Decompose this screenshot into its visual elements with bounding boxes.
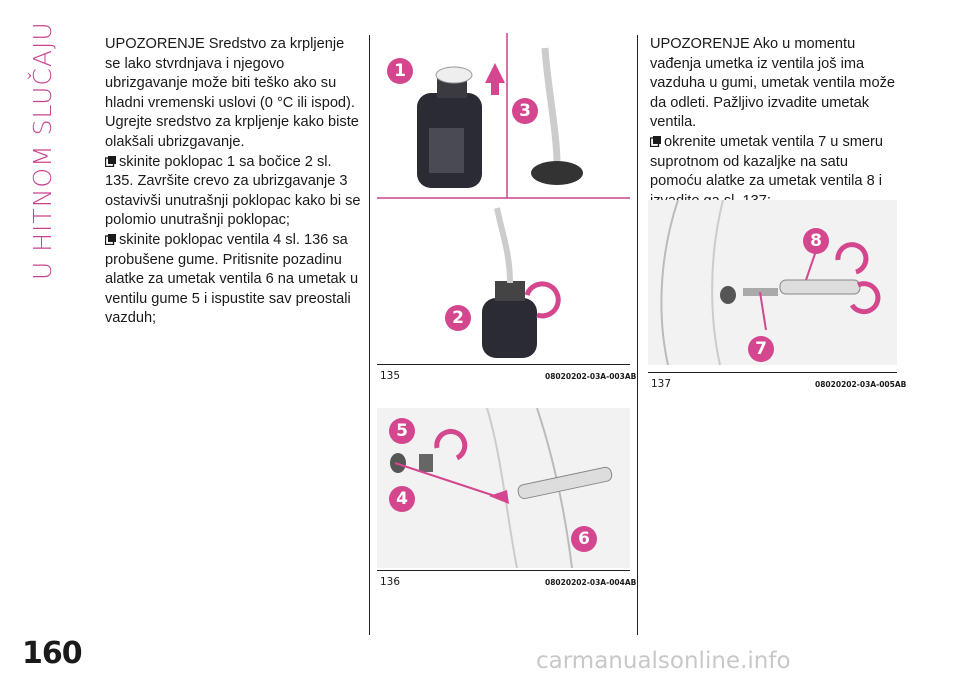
- warning-paragraph: UPOZORENJE Ako u momentu vađenja umetka …: [650, 36, 895, 131]
- step-bullet-icon: [105, 155, 116, 167]
- bottle-illustration: [377, 33, 630, 358]
- figure-caption-rule: [377, 364, 630, 365]
- section-title: U HITNOM SLUČAJU: [28, 21, 57, 280]
- watermark[interactable]: carmanualsonline.info: [536, 648, 791, 674]
- figure-137: 8 7: [648, 199, 897, 366]
- figure-number-136: 136: [380, 576, 401, 588]
- instruction-step: skinite poklopac ventila 4 sl. 136 sa pr…: [105, 231, 359, 327]
- callout-5: 5: [389, 418, 415, 444]
- right-column: UPOZORENJE Ako u momentu vađenja umetka …: [650, 35, 900, 211]
- step-bullet-icon: [105, 233, 116, 245]
- callout-4: 4: [389, 486, 415, 512]
- figure-135: 1 3 2: [377, 33, 630, 361]
- step-bullet-icon: [650, 135, 661, 147]
- figure-code-136: 08020202-03A-004AB: [545, 578, 637, 587]
- callout-6: 6: [571, 526, 597, 552]
- figure-number-135: 135: [380, 370, 401, 382]
- warning-paragraph: UPOZORENJE Sredstvo za krpljenje se lako…: [105, 36, 359, 150]
- figure-code-137: 08020202-03A-005AB: [815, 380, 907, 389]
- figure-caption-rule: [377, 570, 630, 571]
- valve-illustration-137: [648, 199, 897, 366]
- callout-3: 3: [512, 98, 538, 124]
- figure-number-137: 137: [651, 378, 672, 390]
- instruction-step: skinite poklopac 1 sa bočice 2 sl. 135. …: [105, 153, 361, 229]
- callout-8: 8: [803, 228, 829, 254]
- figure-136: 5 4 6: [377, 407, 630, 569]
- callout-2: 2: [445, 305, 471, 331]
- figure-caption-rule: [648, 372, 897, 373]
- left-column: UPOZORENJE Sredstvo za krpljenje se lako…: [105, 35, 363, 329]
- column-divider: [369, 35, 370, 635]
- callout-7: 7: [748, 336, 774, 362]
- page-number: 160: [22, 636, 83, 671]
- callout-1: 1: [387, 58, 413, 84]
- instruction-step: okrenite umetak ventila 7 u smeru suprot…: [650, 133, 884, 209]
- column-divider: [637, 35, 638, 635]
- figure-code-135: 08020202-03A-003AB: [545, 372, 637, 381]
